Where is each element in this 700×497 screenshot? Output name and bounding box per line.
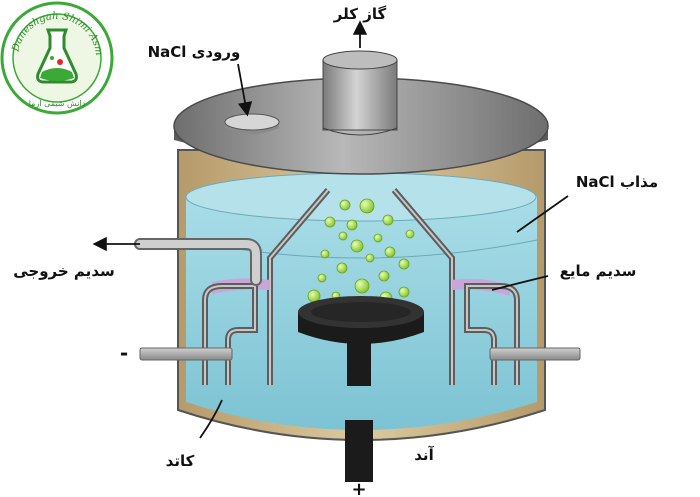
- label-nacl-inlet: NaCl ورودی: [148, 43, 241, 61]
- label-chlorine-gas: گاز کلر: [333, 5, 387, 23]
- anode: [298, 296, 424, 482]
- cathode-ring-right-hl: [466, 285, 518, 385]
- minus-sign: -: [120, 341, 128, 365]
- plus-sign: +: [351, 479, 366, 497]
- sodium-outlet-pipe: [134, 238, 262, 286]
- logo-bottom-text: دانش شیمی آزما: [29, 98, 86, 108]
- flask-icon: [36, 28, 78, 84]
- logo: Daneshgah Shimi Asma دانش شیمی آزما: [0, 0, 114, 115]
- cathode-ring-left-hl: [204, 285, 256, 385]
- collector-hood: [267, 188, 455, 385]
- nacl-inlet-port: [224, 113, 280, 134]
- label-cathode: کاتد: [166, 452, 195, 470]
- label-molten-nacl: NaCl مذاب: [576, 173, 658, 191]
- annotation-arrows: [92, 20, 569, 439]
- label-liquid-sodium: سدیم مایع: [560, 262, 637, 280]
- cathode-rod-right: [489, 347, 581, 361]
- chlorine-bubbles: [307, 198, 415, 307]
- cathode-rod-left: [139, 347, 233, 361]
- label-sodium-outlet: سدیم خروجی: [13, 262, 114, 280]
- chlorine-outlet: [322, 50, 398, 136]
- label-anode: آند: [414, 446, 434, 464]
